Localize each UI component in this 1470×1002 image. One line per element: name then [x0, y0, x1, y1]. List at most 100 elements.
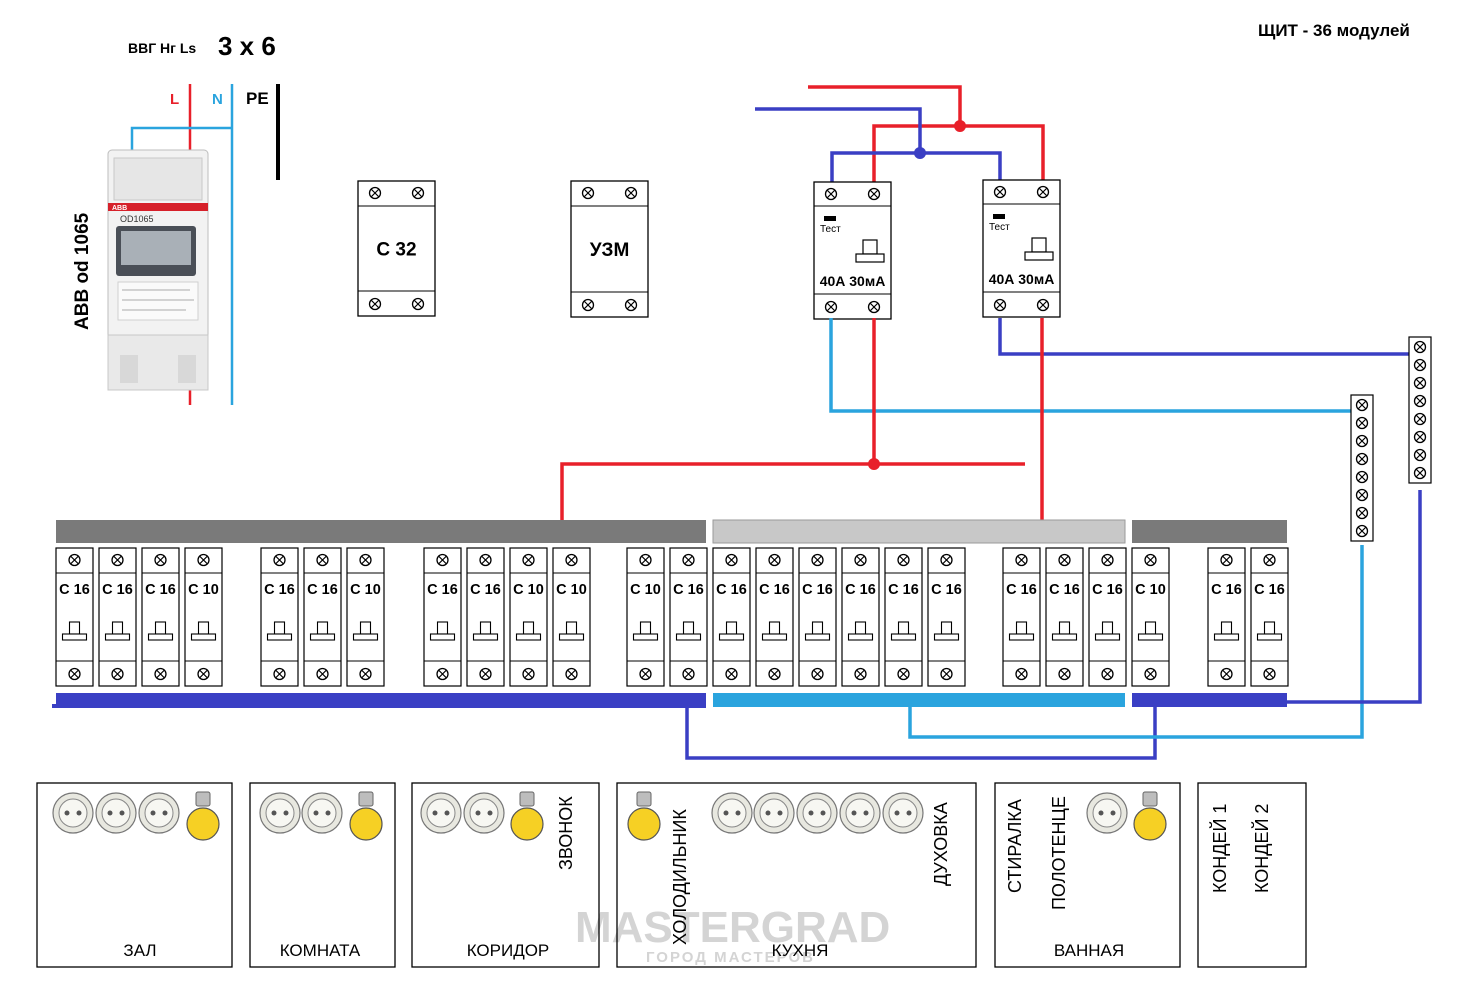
terminal-screw-icon	[624, 186, 638, 200]
terminal-screw-icon	[111, 553, 124, 567]
circuit-label: ЗВОНОК	[556, 796, 576, 870]
phase-junction	[954, 120, 966, 132]
energy-meter: ABB OD1065	[107, 149, 209, 391]
circuit-breaker: С 16	[755, 547, 794, 687]
breaker-rating: С 16	[102, 582, 133, 598]
terminal-screw-icon	[1355, 452, 1369, 466]
breaker-rating: С 16	[802, 582, 833, 598]
terminal-screw-icon	[1355, 434, 1369, 448]
socket-icon	[796, 792, 838, 834]
room-name: КОРИДОР	[467, 941, 550, 960]
breaker-lever-icon	[558, 621, 585, 641]
terminal-screw-icon	[479, 553, 492, 567]
terminal-screw-icon	[1015, 553, 1028, 567]
terminal-screw-icon	[1263, 667, 1276, 681]
breaker-rating: С 16	[264, 582, 295, 598]
circuit-breaker: С 16	[1250, 547, 1289, 687]
lamp-icon	[1133, 791, 1167, 841]
terminal-screw-icon	[1101, 667, 1114, 681]
main-neutral-link	[685, 707, 1157, 760]
breaker-rating: С 10	[556, 582, 587, 598]
comb-bus-rcd2	[1132, 520, 1287, 543]
terminal-screw-icon	[1413, 430, 1427, 444]
breaker-lever-icon	[1094, 621, 1121, 641]
circuit-breaker: С 10	[626, 547, 665, 687]
terminal-screw-icon	[624, 298, 638, 312]
breaker-rating: С 16	[1006, 582, 1037, 598]
supply-phase-wire	[808, 85, 962, 126]
terminal-screw-icon	[1355, 416, 1369, 430]
terminal-screw-icon	[1413, 448, 1427, 462]
terminal-screw-icon	[682, 667, 695, 681]
breaker-lever-icon	[1051, 621, 1078, 641]
terminal-screw-icon	[768, 553, 781, 567]
breaker-lever-icon	[104, 621, 131, 641]
breaker-lever-icon	[632, 621, 659, 641]
breaker-rating: С 16	[307, 582, 338, 598]
rcd-test-label: Тест	[820, 224, 841, 235]
circuit-breaker: С 16	[1088, 547, 1127, 687]
terminal-screw-icon	[1036, 185, 1050, 199]
terminal-screw-icon	[1413, 376, 1427, 390]
bus-junction	[868, 458, 880, 470]
circuit-label: ДУХОВКА	[931, 802, 951, 886]
circuit-breaker: С 10	[346, 547, 385, 687]
circuit-breaker: С 16	[841, 547, 880, 687]
terminal-screw-icon	[768, 667, 781, 681]
breaker-lever-icon	[1137, 621, 1164, 641]
terminal-screw-icon	[154, 667, 167, 681]
breaker-rating: С 16	[845, 582, 876, 598]
comb-bus-main	[56, 520, 706, 543]
circuit-breaker: С 10	[1131, 547, 1170, 687]
terminal-screw-icon	[154, 553, 167, 567]
meter-neutral-wire	[130, 126, 232, 150]
room-name: КУХНЯ	[772, 941, 829, 960]
terminal-screw-icon	[273, 667, 286, 681]
circuit-breaker: С 16	[260, 547, 299, 687]
breaker-lever-icon	[933, 621, 960, 641]
circuit-breaker: С 16	[303, 547, 342, 687]
breaker-rating: С 16	[59, 582, 90, 598]
breaker-lever-icon	[804, 621, 831, 641]
neutral-label: N	[212, 91, 223, 108]
neutral-bus-rcd1	[713, 693, 1125, 707]
terminal-screw-icon	[359, 667, 372, 681]
terminal-screw-icon	[682, 553, 695, 567]
terminal-screw-icon	[725, 667, 738, 681]
breaker-rating: С 10	[350, 582, 381, 598]
rcd1-neutral-link	[908, 545, 1364, 739]
breaker-lever-icon	[309, 621, 336, 641]
terminal-screw-icon	[897, 667, 910, 681]
breaker-lever-icon	[147, 621, 174, 641]
room-name: КОМНАТА	[280, 941, 361, 960]
breaker-lever-icon	[761, 621, 788, 641]
terminal-screw-icon	[368, 297, 382, 311]
terminal-screw-icon	[1413, 340, 1427, 354]
socket-icon	[52, 792, 94, 834]
rcd-lever-icon	[1024, 237, 1054, 261]
socket-icon	[301, 792, 343, 834]
breaker-rating: С 16	[470, 582, 501, 598]
terminal-screw-icon	[1413, 412, 1427, 426]
room-name: ВАННАЯ	[1054, 941, 1124, 960]
breaker-lever-icon	[429, 621, 456, 641]
circuit-label: ХОЛОДИЛЬНИК	[670, 809, 690, 945]
breaker-lever-icon	[675, 621, 702, 641]
room-box: ХОЛОДИЛЬНИК ДУХОВКА КУХНЯ	[616, 782, 977, 968]
main-breaker: С 32	[357, 180, 436, 317]
breaker-rating: С 16	[716, 582, 747, 598]
breaker-rating: С 16	[931, 582, 962, 598]
room-box: КОМНАТА	[249, 782, 396, 968]
circuit-breaker: С 16	[423, 547, 462, 687]
terminal-screw-icon	[316, 667, 329, 681]
terminal-screw-icon	[1220, 667, 1233, 681]
terminal-screw-icon	[824, 300, 838, 314]
terminal-screw-icon	[854, 667, 867, 681]
breaker-lever-icon	[1213, 621, 1240, 641]
terminal-screw-icon	[867, 187, 881, 201]
terminal-screw-icon	[993, 185, 1007, 199]
circuit-breaker: С 16	[466, 547, 505, 687]
